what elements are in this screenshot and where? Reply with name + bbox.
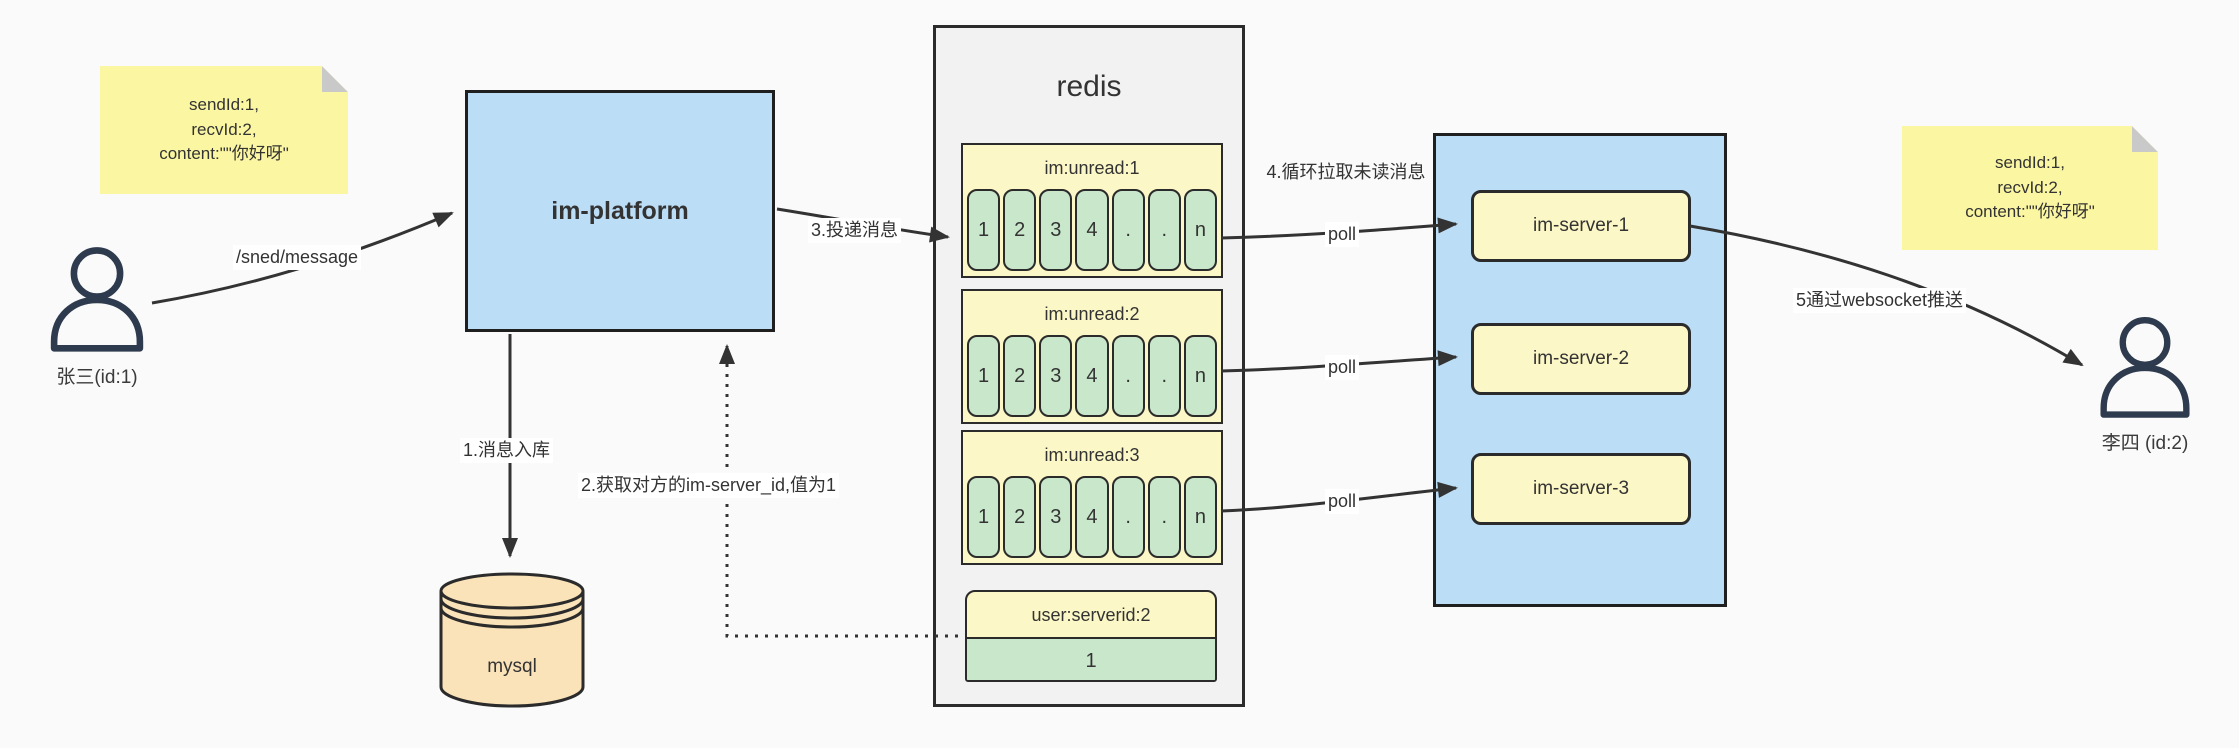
- note-line: content:""你好呀": [159, 144, 289, 164]
- queue-cell: 2: [1003, 189, 1037, 271]
- queue-label: im:unread:2: [1044, 304, 1140, 324]
- mysql-label: mysql: [487, 656, 537, 677]
- edge-label-poll-3: poll: [1325, 489, 1360, 514]
- queue-cell: n: [1183, 189, 1217, 271]
- edge-label-poll-1: poll: [1325, 222, 1360, 247]
- queue-cell: 2: [1003, 476, 1037, 558]
- im-server-label: im-server-1: [1532, 215, 1630, 236]
- queue-im-unread-3: im:unread:3 1 2 3 4 . . n: [961, 430, 1223, 565]
- im-server-2-box: im-server-2: [1471, 323, 1691, 395]
- queue-cell: 4: [1075, 189, 1109, 271]
- im-server-label: im-server-3: [1532, 478, 1630, 499]
- im-server-label: im-server-2: [1532, 348, 1630, 369]
- edge-label-step4: 4.循环拉取未读消息: [1266, 162, 1426, 182]
- note-fold-icon: [322, 66, 348, 92]
- queue-im-unread-2: im:unread:2 1 2 3 4 . . n: [961, 289, 1223, 424]
- queue-cell: n: [1183, 476, 1217, 558]
- queue-cell: .: [1111, 476, 1145, 558]
- queue-label: im:unread:3: [1044, 445, 1140, 465]
- queue-cell: 4: [1075, 476, 1109, 558]
- user-label: 李四 (id:2): [2101, 433, 2189, 454]
- queue-cell: 2: [1003, 335, 1037, 417]
- note-line: content:""你好呀": [1965, 202, 2095, 222]
- sticky-note-left: sendId:1, recvId:2, content:""你好呀": [100, 66, 348, 194]
- person-icon: [2100, 317, 2190, 418]
- im-server-cluster: im-server-1 im-server-2 im-server-3: [1433, 133, 1727, 607]
- edge-label-poll-2: poll: [1325, 355, 1360, 380]
- queue-cell: 3: [1039, 476, 1073, 558]
- queue-cell: .: [1111, 335, 1145, 417]
- edge-label-step3: 3.投递消息: [808, 218, 902, 243]
- queue-im-unread-1: im:unread:1 1 2 3 4 . . n: [961, 143, 1223, 278]
- kv-user-serverid: user:serverid:2 1: [965, 590, 1217, 682]
- database-cylinder-icon: [439, 572, 585, 708]
- im-platform-box: im-platform: [465, 90, 775, 332]
- queue-cell: 1: [967, 189, 1001, 271]
- sticky-note-right: sendId:1, recvId:2, content:""你好呀": [1902, 126, 2158, 250]
- edge-label-step2: 2.获取对方的im-server_id,值为1: [578, 473, 840, 498]
- queue-cell: 4: [1075, 335, 1109, 417]
- queue-cell: 3: [1039, 189, 1073, 271]
- queue-cells: 1 2 3 4 . . n: [963, 335, 1221, 417]
- queue-cell: .: [1147, 189, 1181, 271]
- edge-label-step5: 5通过websocket推送: [1793, 288, 1967, 313]
- note-line: sendId:1,: [189, 95, 259, 115]
- queue-cell: .: [1147, 335, 1181, 417]
- note-line: recvId:2,: [191, 119, 257, 139]
- note-line: recvId:2,: [1997, 177, 2063, 197]
- edge-label-send-path: /sned/message: [233, 245, 362, 270]
- user-zhangsan: 张三(id:1): [42, 246, 152, 389]
- queue-cells: 1 2 3 4 . . n: [963, 476, 1221, 558]
- mysql-database: mysql: [437, 568, 587, 710]
- redis-container: redis im:unread:1 1 2 3 4 . . n im:unrea…: [933, 25, 1245, 707]
- edge-label-step1: 1.消息入库: [460, 438, 554, 463]
- queue-cell: 1: [967, 476, 1001, 558]
- person-icon: [50, 247, 144, 352]
- queue-cell: 3: [1039, 335, 1073, 417]
- kv-value: 1: [967, 639, 1215, 680]
- queue-cell: .: [1111, 189, 1145, 271]
- user-label: 张三(id:1): [56, 367, 138, 388]
- note-line: sendId:1,: [1995, 153, 2065, 173]
- redis-title: redis: [1056, 70, 1122, 103]
- im-server-3-box: im-server-3: [1471, 453, 1691, 525]
- queue-cells: 1 2 3 4 . . n: [963, 189, 1221, 271]
- user-lisi: 李四 (id:2): [2092, 316, 2198, 455]
- queue-cell: .: [1147, 476, 1181, 558]
- im-server-1-box: im-server-1: [1471, 190, 1691, 262]
- im-platform-label: im-platform: [551, 196, 689, 225]
- note-fold-icon: [2132, 126, 2158, 152]
- queue-cell: n: [1183, 335, 1217, 417]
- kv-label: user:serverid:2: [967, 592, 1215, 639]
- queue-cell: 1: [967, 335, 1001, 417]
- queue-label: im:unread:1: [1044, 158, 1140, 178]
